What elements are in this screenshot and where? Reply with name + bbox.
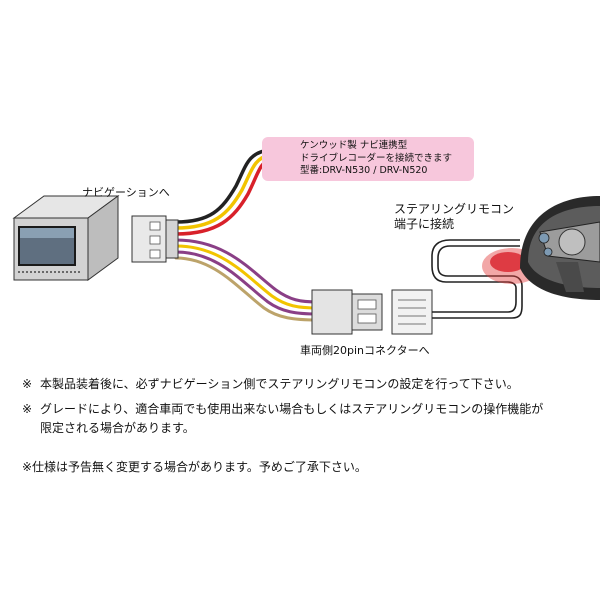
navi-label: ナビゲーションへ	[82, 186, 170, 199]
steering-wheel	[520, 196, 600, 300]
note-2: ※ グレードにより、適合車両でも使用出来ない場合もしくはステアリングリモコンの操作…	[22, 400, 543, 438]
note-2-text-line-1: グレードにより、適合車両でも使用出来ない場合もしくはステアリングリモコンの操作機…	[40, 402, 544, 416]
steering-line-2: 端子に接続	[394, 217, 455, 231]
note-2-mark: ※	[22, 402, 33, 416]
recorder-callout	[262, 137, 474, 181]
note-2-text-line-2: 限定される場合があります。	[40, 421, 195, 435]
recorder-line-3: 型番:DRV-N530 / DRV-N520	[300, 165, 428, 176]
note-3: ※仕様は予告無く変更する場合があります。予めご了承下さい。	[22, 460, 367, 474]
recorder-line-1: ケンウッド製 ナビ連携型	[300, 140, 408, 151]
note-1: ※ 本製品装着後に、必ずナビゲーション側でステアリングリモコンの設定を行って下さい…	[22, 375, 519, 394]
navigation-unit	[12, 195, 120, 281]
steering-remote-wire	[431, 239, 523, 319]
vehicle-mating-connector	[391, 289, 433, 335]
recorder-branch-wires	[174, 148, 272, 236]
note-1-text: 本製品装着後に、必ずナビゲーション側でステアリングリモコンの設定を行って下さい。	[40, 377, 519, 391]
vehicle-connector-label: 車両側20pinコネクターへ	[300, 344, 430, 357]
recorder-line-2: ドライブレコーダーを接続できます	[300, 152, 453, 164]
steering-line-1: ステアリングリモコン	[394, 202, 515, 216]
vehicle-connector	[311, 289, 383, 335]
steering-label: ステアリングリモコン 端子に接続	[394, 202, 514, 232]
navigation-connector	[131, 215, 179, 263]
note-1-mark: ※	[22, 377, 33, 391]
recorder-callout-text: ケンウッド製 ナビ連携型 ドライブレコーダーを接続できます 型番:DRV-N53…	[300, 140, 452, 178]
vehicle-branch-wires	[174, 238, 320, 322]
